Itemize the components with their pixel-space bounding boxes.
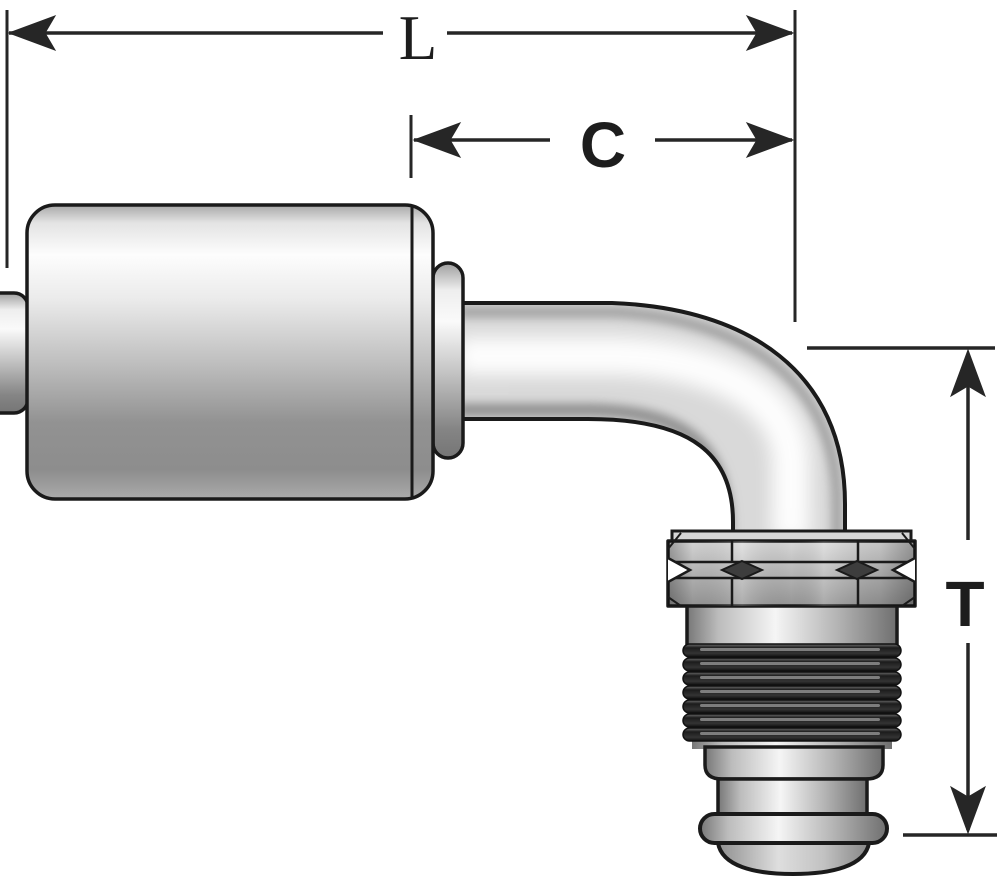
male-thread-end (666, 529, 917, 876)
arrowhead-right-icon (745, 15, 795, 51)
hex-point-diamond (719, 559, 765, 581)
arrowhead-left-icon (412, 122, 462, 158)
dimension-label-T: T (945, 568, 984, 640)
thread-runout-band (703, 745, 885, 781)
nut-facet-shading (668, 541, 915, 606)
nut-shoulder (685, 602, 899, 650)
arrowhead-left-icon (7, 15, 57, 51)
ferrule-collar (431, 261, 465, 460)
arrowhead-right-icon (745, 122, 795, 158)
dimension-L (7, 15, 795, 51)
dimension-C (412, 122, 795, 158)
dimension-T (950, 348, 986, 835)
dimension-label-L: L (399, 3, 437, 73)
ferrule-assembly (0, 203, 465, 501)
sealing-bead (698, 812, 889, 845)
ferrule-shell (25, 203, 435, 501)
dimension-label-C: C (580, 109, 626, 181)
arrowhead-down-icon (950, 785, 986, 835)
hex-point-diamond (834, 559, 880, 581)
pilot-neck (716, 777, 869, 820)
thread-sheen (700, 648, 880, 735)
elbow-tube (458, 301, 847, 541)
hex-nut (666, 529, 917, 608)
dimension-lines: L C T (5, 3, 997, 837)
arrowhead-up-icon (950, 348, 986, 398)
nose-dome (715, 841, 872, 876)
ferrule-nipple (0, 291, 30, 415)
